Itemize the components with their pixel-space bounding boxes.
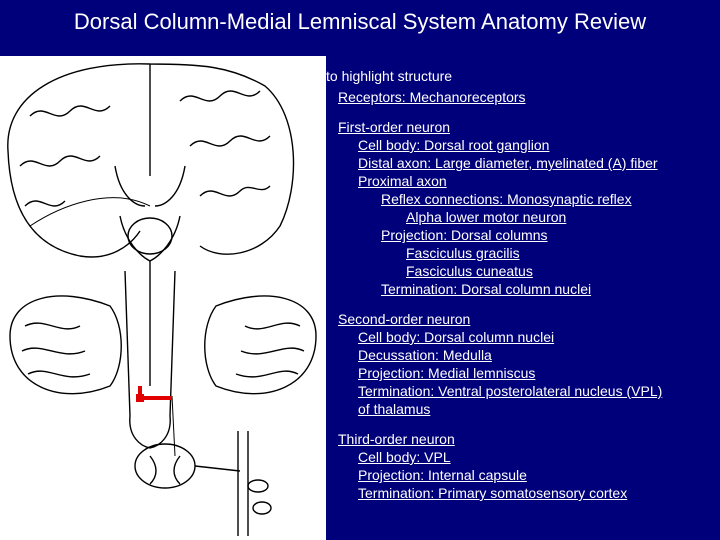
link-medial-lemniscus[interactable]: Projection: Medial lemniscus bbox=[358, 365, 536, 381]
highlight-hint: to highlight structure bbox=[326, 68, 453, 84]
pathway-diagram bbox=[0, 56, 326, 540]
link-third-order-neuron[interactable]: Third-order neuron bbox=[338, 431, 455, 447]
link-fasciculus-cuneatus[interactable]: Fasciculus cuneatus bbox=[406, 263, 533, 279]
link-first-order-neuron[interactable]: First-order neuron bbox=[338, 119, 451, 135]
link-first-termination[interactable]: Termination: Dorsal column nuclei bbox=[381, 281, 592, 297]
link-alpha-motor-neuron[interactable]: Alpha lower motor neuron bbox=[406, 209, 567, 225]
link-third-cell-body[interactable]: Cell body: VPL bbox=[358, 449, 451, 465]
pathway-outline: Receptors: Mechanoreceptors First-order … bbox=[338, 88, 720, 502]
link-first-cell-body[interactable]: Cell body: Dorsal root ganglion bbox=[358, 137, 550, 153]
link-third-termination[interactable]: Termination: Primary somatosensory corte… bbox=[358, 485, 628, 501]
link-second-order-neuron[interactable]: Second-order neuron bbox=[338, 311, 471, 327]
link-distal-axon[interactable]: Distal axon: Large diameter, myelinated … bbox=[358, 155, 658, 171]
link-receptors[interactable]: Receptors: Mechanoreceptors bbox=[338, 89, 526, 105]
link-proximal-axon[interactable]: Proximal axon bbox=[358, 173, 447, 189]
link-dorsal-columns[interactable]: Projection: Dorsal columns bbox=[381, 227, 548, 243]
link-reflex-connections[interactable]: Reflex connections: Monosynaptic reflex bbox=[381, 191, 632, 207]
link-decussation[interactable]: Decussation: Medulla bbox=[358, 347, 492, 363]
brain-spinal-cord-drawing bbox=[7, 63, 317, 536]
link-second-termination-cont[interactable]: of thalamus bbox=[358, 401, 431, 417]
link-second-cell-body[interactable]: Cell body: Dorsal column nuclei bbox=[358, 329, 555, 345]
slide-title: Dorsal Column-Medial Lemniscal System An… bbox=[73, 9, 647, 34]
link-second-termination[interactable]: Termination: Ventral posterolateral nucl… bbox=[358, 383, 663, 399]
link-internal-capsule[interactable]: Projection: Internal capsule bbox=[358, 467, 527, 483]
link-fasciculus-gracilis[interactable]: Fasciculus gracilis bbox=[406, 245, 520, 261]
